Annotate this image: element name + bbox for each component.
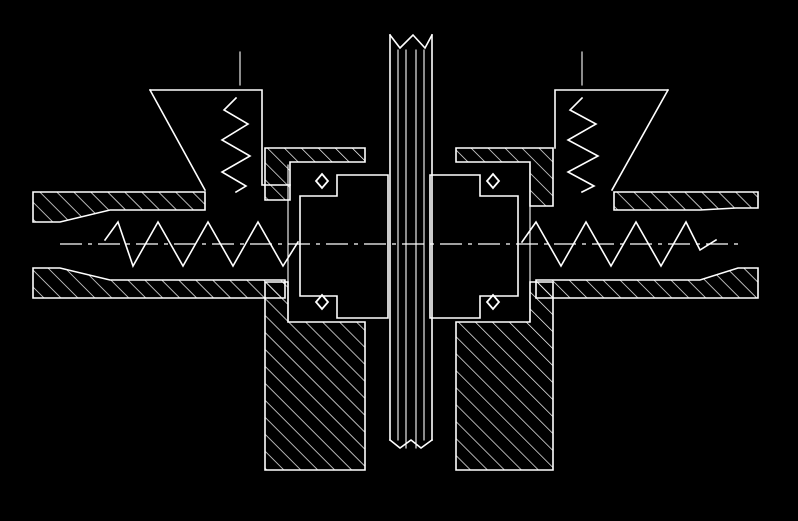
right-hopper [554,51,670,192]
left-vertical-spring [220,96,252,194]
right-vertical-spring [566,96,600,194]
right-top-plate [613,191,759,211]
right-bottom-plate [535,267,759,299]
center-vertical-strip [388,33,434,450]
jaw-diamond-markers [314,172,501,311]
left-top-plate [32,191,206,223]
left-support-block [264,281,366,471]
left-gripper-jaw [287,164,389,323]
left-bottom-plate [32,267,286,299]
right-support-block [455,281,554,471]
right-upper-bracket [455,147,554,207]
left-upper-bracket [264,147,366,201]
right-horizontal-spring [520,220,718,268]
